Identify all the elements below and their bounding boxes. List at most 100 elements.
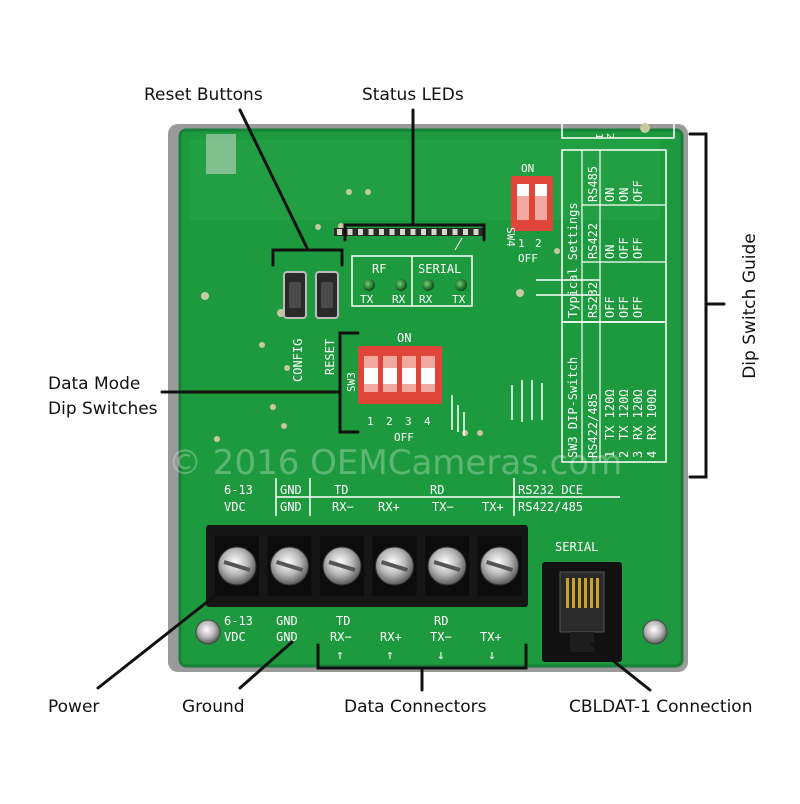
guide-top-number-2: 2 <box>604 133 615 139</box>
power-leader <box>96 593 218 690</box>
sw3-dip-value: TX 120Ω <box>617 389 631 440</box>
sw3-number-2: 2 <box>386 415 393 428</box>
callout-data-connectors: Data Connectors <box>344 697 487 717</box>
bottom-pin-3: TX− <box>430 630 452 644</box>
header-pin <box>410 229 416 235</box>
guide-top-box <box>561 117 675 139</box>
header-pin <box>358 229 363 235</box>
typical-settings-cell: OFF <box>617 237 631 259</box>
screw-slot <box>328 560 356 572</box>
led-rf-rx <box>395 279 407 291</box>
guide-bracket <box>688 132 708 479</box>
screw-slot <box>380 560 409 572</box>
bottom-gnd-1: GND <box>276 614 298 628</box>
typical-settings-cell: ON <box>603 188 617 202</box>
sw3-dip-header: RS422/485 <box>586 393 600 458</box>
sw3-name: SW3 <box>345 372 358 392</box>
mounting-screw-right <box>642 619 668 645</box>
reset-leader <box>238 108 310 252</box>
terminal-labels-bottom: 6-13 VDC GND GND TD RD RX− RX+ TX− TX+ ↑… <box>224 614 502 663</box>
led-serial-tx <box>455 279 467 291</box>
typical-settings-title: Typical Settings <box>566 202 580 318</box>
top-label-rs232: RS232 DCE <box>518 483 583 497</box>
led-rf-tx <box>363 279 375 291</box>
header-pin <box>421 229 426 235</box>
led-serial-rx <box>422 279 434 291</box>
header-pin <box>347 229 353 235</box>
bottom-arrow-4: ↓ <box>488 648 496 663</box>
reset-button-group: CONFIG RESET <box>283 271 339 382</box>
typical-settings-cell: OFF <box>631 237 645 259</box>
sw4-name: SW4 <box>504 227 517 247</box>
screw-slot <box>223 560 251 572</box>
sw3-dip-number: 1 <box>603 451 617 458</box>
header-pin <box>473 229 479 235</box>
callout-reset-buttons: Reset Buttons <box>144 85 263 105</box>
header-pin <box>452 229 458 235</box>
callout-dip-switch-guide: Dip Switch Guide <box>740 233 760 379</box>
watermark: © 2016 OEMCameras.com <box>168 443 622 483</box>
sw3-number-1: 1 <box>367 415 374 428</box>
serial-led-label: SERIAL <box>418 262 461 276</box>
second-label-gnd: GND <box>280 500 302 514</box>
sw3-number-4: 4 <box>424 415 431 428</box>
led-label-2: RX <box>392 293 406 306</box>
header-pin <box>368 229 374 235</box>
ts-header-3: RS485 <box>586 166 600 202</box>
status-led-group: RF SERIAL TX RX RX TX <box>351 237 473 307</box>
sw3-dip-number: 4 <box>645 451 659 458</box>
bottom-gnd-2: GND <box>276 630 298 644</box>
dip-switch-guide: 1 2 Typical Settings RS232 RS422 RS485 O… <box>561 117 675 463</box>
header-pin <box>389 229 395 235</box>
bottom-arrow-1: ↑ <box>336 648 344 663</box>
second-label-rxm: RX− <box>332 500 354 514</box>
second-label-rs422: RS422/485 <box>518 500 583 514</box>
ground-leader <box>238 640 294 690</box>
sw3-dip-number: 3 <box>631 451 645 458</box>
sw3-dip-title: SW3 DIP-Switch <box>566 357 580 458</box>
terminal-block <box>206 525 528 607</box>
screw-slot <box>485 560 514 572</box>
config-label: CONFIG <box>291 339 305 382</box>
top-label-gnd: GND <box>280 483 302 497</box>
sw3-dip-number: 2 <box>617 451 631 458</box>
sw4-dip-switch: ON SW4 1 2 OFF <box>504 162 553 265</box>
guide-top-number-1: 1 <box>593 133 604 139</box>
second-label-rxp: RX+ <box>378 500 400 514</box>
callout-power: Power <box>48 697 100 717</box>
header-pin <box>431 229 437 235</box>
callout-data-mode-1: Data Mode <box>48 374 141 394</box>
ts-header-1: RS232 <box>586 282 600 318</box>
callout-ground: Ground <box>182 697 245 717</box>
bottom-pin-1: RX− <box>330 630 352 644</box>
typical-settings-cell: OFF <box>617 296 631 318</box>
bottom-vdc-2: VDC <box>224 630 246 644</box>
reset-button-cap <box>321 282 333 308</box>
header-pins <box>334 228 484 236</box>
ts-header-2: RS422 <box>586 223 600 259</box>
sw3-on-label: ON <box>397 331 411 345</box>
led-label-4: TX <box>452 293 466 306</box>
top-label-rd: RD <box>430 483 444 497</box>
callout-cbldat-connection: CBLDAT-1 Connection <box>569 697 753 717</box>
bottom-vdc-1: 6-13 <box>224 614 253 628</box>
sw3-dip-value: TX 120Ω <box>603 389 617 440</box>
led-label-3: RX <box>419 293 433 306</box>
header-pin <box>463 229 468 235</box>
callout-lines <box>96 108 726 692</box>
sw4-on-label: ON <box>521 162 534 175</box>
terminal-labels-top: 6-13 VDC GND TD RD RS232 DCE GND RX− RX+… <box>224 478 620 516</box>
sw3-dip-value: RX 120Ω <box>631 389 645 440</box>
header-pin <box>337 229 342 235</box>
config-button-cap <box>289 282 301 308</box>
screw-slot <box>275 560 304 572</box>
callout-data-mode-2: Dip Switches <box>48 399 158 419</box>
power-label-line2: VDC <box>224 500 246 514</box>
second-label-txm: TX− <box>432 500 454 514</box>
traces <box>451 279 600 436</box>
serial-port-label: SERIAL <box>555 540 598 554</box>
bottom-td: TD <box>336 614 350 628</box>
rf-label: RF <box>372 262 386 276</box>
